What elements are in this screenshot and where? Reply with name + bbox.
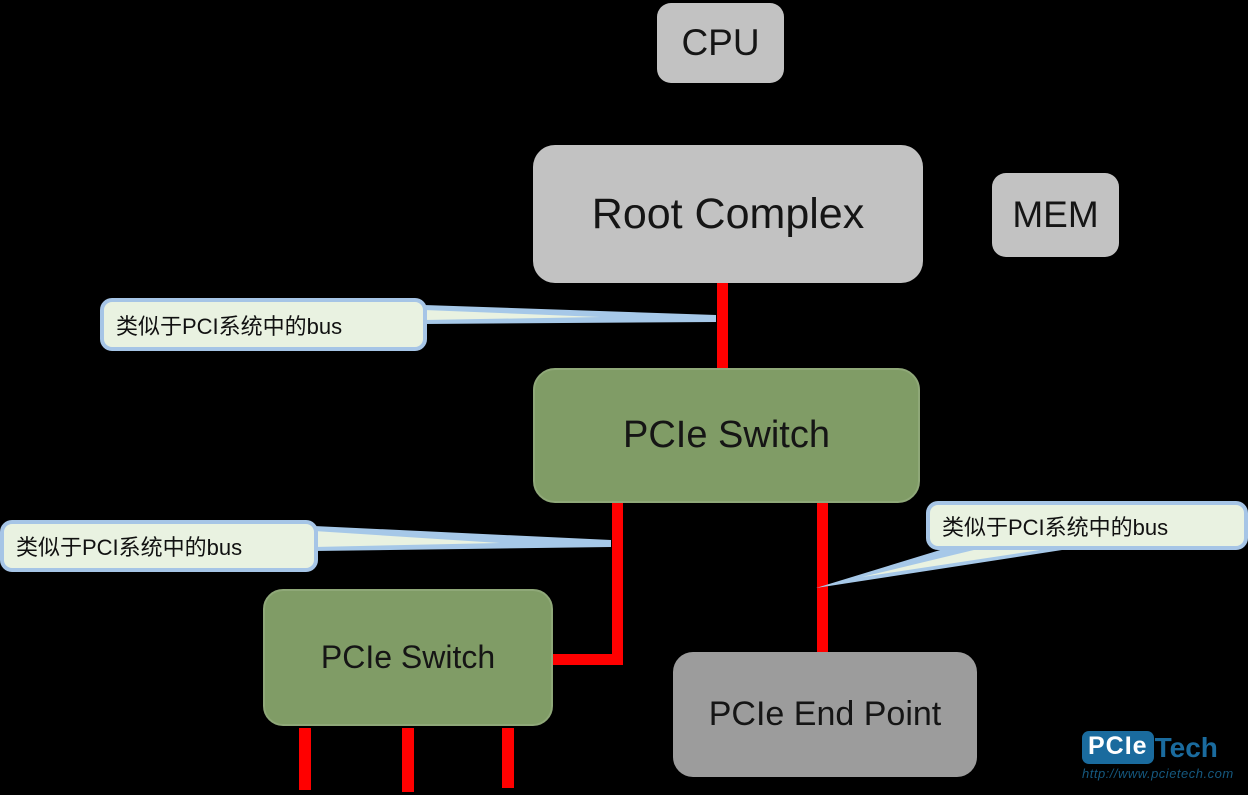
pcietech-logo-wordmark: PCIe Tech (1082, 731, 1242, 764)
pcietech-logo-suffix: Tech (1154, 731, 1218, 763)
callout-bus-annotation-1: 类似于PCI系统中的bus (100, 298, 427, 351)
callout-tail-2 (314, 526, 611, 551)
callout-tail-3-highlight (862, 549, 1040, 577)
pcietech-logo-url: http://www.pcietech.com (1082, 766, 1234, 781)
callout-tail-1-highlight (424, 310, 600, 320)
node-pcie-switch-main: PCIe Switch (533, 368, 920, 503)
subswitch-downlink-stub-3 (502, 728, 514, 788)
callout-bus-annotation-3: 类似于PCI系统中的bus (926, 501, 1248, 550)
node-mem: MEM (992, 173, 1119, 257)
pcietech-logo: PCIe Tech http://www.pcietech.com (1082, 731, 1242, 781)
subswitch-downlink-stub-2 (402, 728, 414, 792)
node-pcie-switch-sub-label: PCIe Switch (320, 639, 496, 675)
node-root-complex: Root Complex (533, 145, 923, 283)
node-mem-label: MEM (1012, 194, 1099, 235)
node-cpu-label: CPU (681, 22, 760, 63)
callout-bus-annotation-2: 类似于PCI系统中的bus (0, 520, 318, 572)
callout-bus-annotation-3-text: 类似于PCI系统中的bus (942, 514, 1169, 540)
callout-tail-2-highlight (314, 531, 500, 547)
node-cpu: CPU (657, 3, 784, 83)
callout-tail-1 (424, 305, 716, 324)
connector-switch-to-endpoint (817, 503, 828, 653)
node-pcie-switch-sub: PCIe Switch (263, 589, 553, 726)
node-pcie-endpoint: PCIe End Point (673, 652, 977, 777)
callout-bus-annotation-1-text: 类似于PCI系统中的bus (116, 313, 343, 339)
connector-switch-to-subswitch-vertical (612, 503, 623, 665)
node-pcie-endpoint-label: PCIe End Point (708, 695, 942, 733)
node-root-complex-label: Root Complex (591, 189, 865, 238)
subswitch-downlink-stub-1 (299, 728, 311, 790)
connector-rootcomplex-to-switch (717, 283, 728, 369)
callout-tail-3 (816, 547, 1062, 588)
connector-switch-to-subswitch-horizontal (553, 654, 623, 665)
node-pcie-switch-main-label: PCIe Switch (623, 414, 830, 456)
callout-bus-annotation-2-text: 类似于PCI系统中的bus (16, 535, 243, 560)
pcietech-logo-badge: PCIe (1082, 731, 1154, 764)
